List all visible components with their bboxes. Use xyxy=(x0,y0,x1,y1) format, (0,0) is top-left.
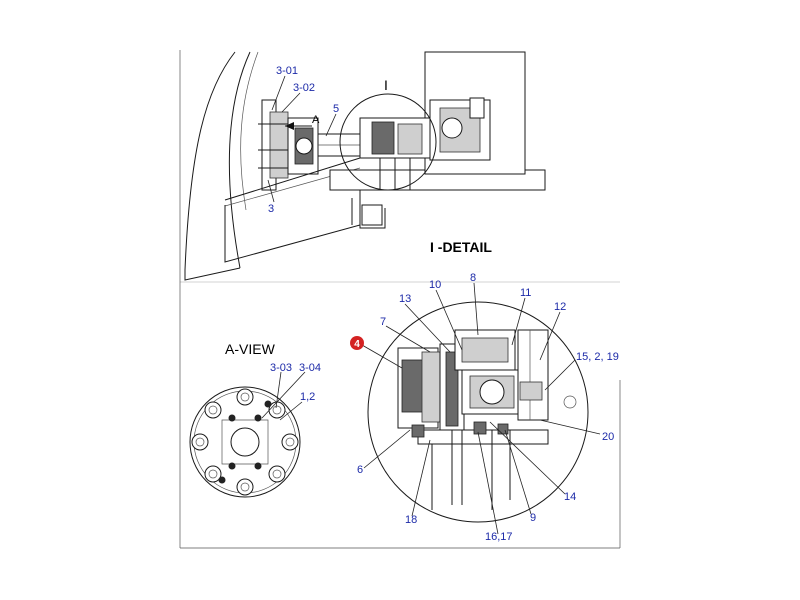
callout-6: 6 xyxy=(357,464,363,476)
callout-5: 5 xyxy=(333,103,339,115)
detail-marker-label: I xyxy=(384,77,388,93)
arrow-a-label: A xyxy=(312,114,320,126)
callout-12: 12 xyxy=(554,301,566,313)
callout-11: 11 xyxy=(520,287,531,299)
callout-15-2-19: 15, 2, 19 xyxy=(576,351,619,363)
detail-title: I -DETAIL xyxy=(430,239,492,255)
highlight-badge-4 xyxy=(350,336,364,350)
callout-3-03: 3-03 xyxy=(270,362,292,374)
top-assembly-drawing xyxy=(184,51,546,281)
callout-10: 10 xyxy=(429,279,441,291)
callout-1-2: 1,2 xyxy=(300,391,315,403)
detail-circle-marker xyxy=(339,93,437,191)
callout-3: 3 xyxy=(268,203,274,215)
view-a-arrow-icon xyxy=(285,122,294,130)
callout-8: 8 xyxy=(470,272,476,284)
view-a-title: A-VIEW xyxy=(225,341,276,357)
callout-13: 13 xyxy=(399,293,411,305)
callout-3-02: 3-02 xyxy=(293,82,315,94)
callout-3-04: 3-04 xyxy=(299,362,321,374)
callout-9: 9 xyxy=(530,512,536,524)
callout-4: 4 xyxy=(354,339,360,350)
callout-7: 7 xyxy=(380,316,386,328)
callout-14: 14 xyxy=(564,491,576,503)
callout-18: 18 xyxy=(405,514,417,526)
i-detail-drawing xyxy=(367,301,589,523)
a-view-drawing xyxy=(189,386,301,498)
callout-16-17: 16,17 xyxy=(485,531,513,543)
callout-20: 20 xyxy=(602,431,614,443)
callout-3-01: 3-01 xyxy=(276,65,298,77)
callout-leader-lines xyxy=(261,75,601,535)
